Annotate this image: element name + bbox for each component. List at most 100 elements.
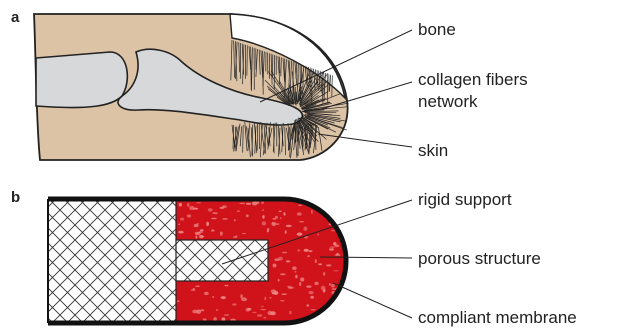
pore xyxy=(326,264,331,266)
pore xyxy=(329,247,335,248)
pore xyxy=(329,248,334,251)
fingertip-illustration xyxy=(34,14,349,160)
pore xyxy=(318,263,322,265)
pore xyxy=(189,206,194,210)
pore xyxy=(335,254,341,256)
pore xyxy=(204,292,209,295)
pore xyxy=(297,233,303,236)
pore xyxy=(299,282,301,286)
pore xyxy=(314,282,318,285)
pore xyxy=(203,318,207,320)
collagen-fiber xyxy=(332,75,333,96)
pore xyxy=(221,296,226,299)
pore xyxy=(283,212,285,215)
pore xyxy=(233,236,237,238)
pore xyxy=(280,217,282,219)
callout-rigid-support: rigid support xyxy=(418,190,512,210)
callout-porous-structure: porous structure xyxy=(418,249,541,269)
callout-compliant-membrane: compliant membrane xyxy=(418,308,577,328)
collagen-fiber xyxy=(305,125,306,151)
pore xyxy=(309,291,314,294)
pore xyxy=(222,205,227,208)
pore xyxy=(331,284,335,288)
pore xyxy=(282,252,288,254)
pore xyxy=(272,222,274,224)
pore xyxy=(196,310,201,314)
pore xyxy=(261,306,264,307)
pore xyxy=(246,203,251,205)
pore xyxy=(292,266,297,270)
pore xyxy=(234,219,236,221)
pore xyxy=(257,314,262,317)
pore xyxy=(180,218,184,221)
pore xyxy=(178,231,183,234)
pore xyxy=(187,203,190,207)
pore xyxy=(280,273,286,275)
collagen-fiber xyxy=(243,125,244,153)
pore xyxy=(211,218,217,219)
pore xyxy=(295,271,297,273)
pore xyxy=(246,308,251,312)
pore xyxy=(310,296,314,299)
pore xyxy=(216,309,218,311)
collagen-fiber xyxy=(281,57,282,76)
pore xyxy=(273,264,277,268)
middle-phalanx-bone xyxy=(36,52,127,108)
pore xyxy=(264,297,266,301)
pore xyxy=(178,224,180,225)
pore xyxy=(194,224,199,227)
pore xyxy=(335,245,340,248)
pore xyxy=(286,225,292,227)
pore xyxy=(262,221,266,225)
pore xyxy=(200,229,204,231)
pore xyxy=(311,309,316,310)
pore xyxy=(187,214,191,217)
pore xyxy=(195,232,201,235)
pore xyxy=(278,279,280,281)
callout-network: network xyxy=(418,92,478,112)
pore xyxy=(269,297,271,299)
pore xyxy=(300,277,304,281)
pore xyxy=(225,285,229,287)
pore xyxy=(317,233,319,235)
pore xyxy=(241,297,247,301)
pore xyxy=(196,202,201,203)
pore xyxy=(211,229,214,231)
pore xyxy=(202,236,205,237)
pore xyxy=(306,304,309,306)
pore xyxy=(307,255,310,257)
rigid-support-hatch xyxy=(48,199,178,323)
pore xyxy=(311,210,313,214)
pore xyxy=(196,235,198,238)
pore xyxy=(304,227,308,231)
pore xyxy=(239,203,245,204)
pore xyxy=(285,230,287,233)
pore xyxy=(212,296,214,298)
pore xyxy=(179,203,182,207)
pore xyxy=(262,209,264,211)
pore xyxy=(263,317,266,319)
pore xyxy=(260,309,266,310)
pore xyxy=(206,222,209,226)
pore xyxy=(299,221,304,222)
bioinspired-tip-illustration xyxy=(48,199,346,323)
pore xyxy=(222,218,227,220)
pore xyxy=(295,275,298,279)
pore xyxy=(323,289,326,293)
pore xyxy=(242,233,246,234)
pore xyxy=(252,201,257,205)
pore xyxy=(191,289,196,291)
pore xyxy=(306,285,311,287)
pore xyxy=(252,312,256,313)
pore xyxy=(309,250,313,252)
pore xyxy=(232,303,236,305)
callout-skin: skin xyxy=(418,141,448,161)
collagen-fiber xyxy=(296,63,297,79)
rigid-support-inner-hatch xyxy=(176,240,268,281)
panel-label-b: b xyxy=(11,189,20,206)
pore xyxy=(281,294,287,295)
callout-collagen-fibers: collagen fibers xyxy=(418,70,528,90)
pore xyxy=(195,286,200,287)
pore xyxy=(268,311,273,315)
